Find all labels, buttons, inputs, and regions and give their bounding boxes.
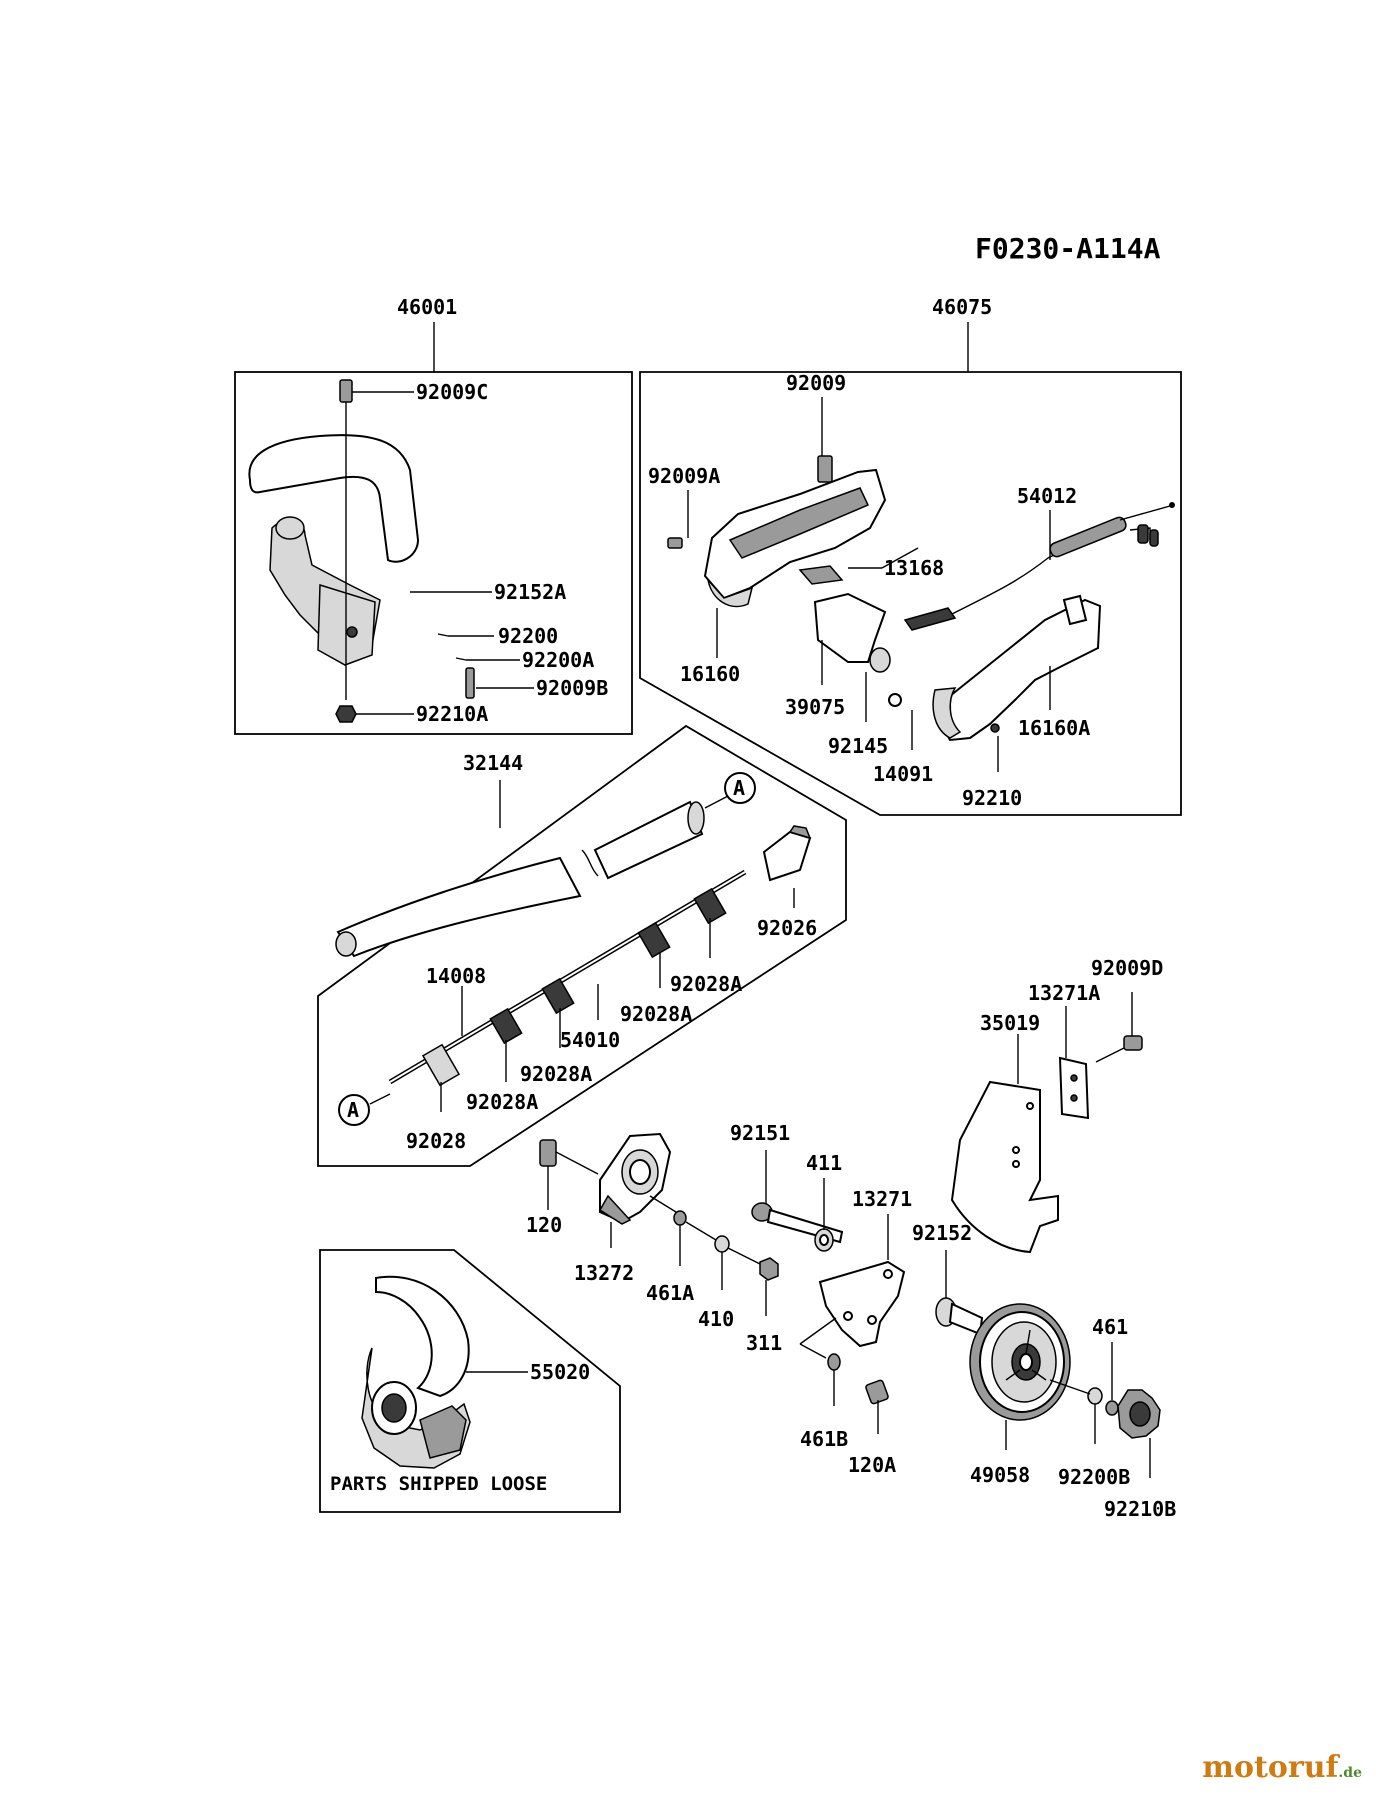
wheel-49058-part	[969, 1303, 1071, 1421]
callout-46075[interactable]: 46075	[932, 295, 992, 319]
callout-35019[interactable]: 35019	[980, 1011, 1040, 1035]
callout-13271A[interactable]: 13271A	[1028, 981, 1100, 1005]
callout-92028A-3[interactable]: 92028A	[520, 1062, 592, 1086]
wheel-bracket-13271-part	[818, 1260, 906, 1348]
callout-461[interactable]: 461	[1092, 1315, 1128, 1339]
callout-92200[interactable]: 92200	[498, 624, 558, 648]
callout-120A[interactable]: 120A	[848, 1453, 896, 1477]
callout-54010[interactable]: 54010	[560, 1028, 620, 1052]
callout-92009B[interactable]: 92009B	[536, 676, 608, 700]
callout-92145[interactable]: 92145	[828, 734, 888, 758]
callout-311[interactable]: 311	[746, 1331, 782, 1355]
front-handle-part	[248, 379, 420, 723]
callout-410[interactable]: 410	[698, 1307, 734, 1331]
callout-14091[interactable]: 14091	[873, 762, 933, 786]
callout-13272[interactable]: 13272	[574, 1261, 634, 1285]
callout-92009A[interactable]: 92009A	[648, 464, 720, 488]
guard-55020-part	[361, 1275, 471, 1469]
watermark-suffix: .de	[1338, 1765, 1362, 1781]
ref-marker-a-top: A	[733, 776, 745, 800]
callout-92026[interactable]: 92026	[757, 916, 817, 940]
callout-14008[interactable]: 14008	[426, 964, 486, 988]
callout-92210B[interactable]: 92210B	[1104, 1497, 1176, 1521]
callout-92009[interactable]: 92009	[786, 371, 846, 395]
callout-92152A[interactable]: 92152A	[494, 580, 566, 604]
callout-16160A[interactable]: 16160A	[1018, 716, 1090, 740]
group-box-32144	[317, 724, 847, 1167]
guard-bracket-13272-part	[598, 1132, 672, 1225]
callout-92210A[interactable]: 92210A	[416, 702, 488, 726]
axle-92152-part	[935, 1297, 984, 1336]
watermark-logo: motoruf.de	[1202, 1750, 1362, 1785]
callout-120[interactable]: 120	[526, 1213, 562, 1237]
callout-92009D[interactable]: 92009D	[1091, 956, 1163, 980]
callout-49058[interactable]: 49058	[970, 1463, 1030, 1487]
callout-411[interactable]: 411	[806, 1151, 842, 1175]
drive-cable-part: A	[338, 825, 812, 1126]
ref-marker-a-bottom: A	[347, 1098, 359, 1122]
callout-92210[interactable]: 92210	[962, 786, 1022, 810]
group-box-loose-parts	[319, 1249, 621, 1513]
screw-120-part	[539, 1139, 557, 1167]
callout-461A[interactable]: 461A	[646, 1281, 694, 1305]
callout-92200B[interactable]: 92200B	[1058, 1465, 1130, 1489]
callout-32144[interactable]: 32144	[463, 751, 523, 775]
callout-39075[interactable]: 39075	[785, 695, 845, 719]
callout-16160[interactable]: 16160	[680, 662, 740, 686]
callout-13168[interactable]: 13168	[884, 556, 944, 580]
callout-13271[interactable]: 13271	[852, 1187, 912, 1211]
throttle-housing-part	[703, 455, 891, 673]
callout-92152[interactable]: 92152	[912, 1221, 972, 1245]
knob-nut-92210B-part	[1117, 1389, 1161, 1439]
callout-92028[interactable]: 92028	[406, 1129, 466, 1153]
callout-92009C[interactable]: 92009C	[416, 380, 488, 404]
callout-461B[interactable]: 461B	[800, 1427, 848, 1451]
callout-92151[interactable]: 92151	[730, 1121, 790, 1145]
group-box-46075	[639, 371, 1182, 816]
callout-55020[interactable]: 55020	[530, 1360, 590, 1384]
rear-grip-part	[888, 502, 1175, 742]
callout-92028A-4[interactable]: 92028A	[466, 1090, 538, 1114]
diagram-code: F0230-A114A	[975, 232, 1161, 265]
guard-plate-part	[950, 1056, 1090, 1254]
callout-46001[interactable]: 46001	[397, 295, 457, 319]
outer-shaft-tube-part: A	[335, 772, 756, 958]
watermark-main: motoruf	[1202, 1750, 1339, 1785]
loose-parts-note: PARTS SHIPPED LOOSE	[330, 1473, 547, 1495]
callout-92028A-2[interactable]: 92028A	[620, 1002, 692, 1026]
callout-92028A-1[interactable]: 92028A	[670, 972, 742, 996]
callout-54012[interactable]: 54012	[1017, 484, 1077, 508]
callout-92200A[interactable]: 92200A	[522, 648, 594, 672]
